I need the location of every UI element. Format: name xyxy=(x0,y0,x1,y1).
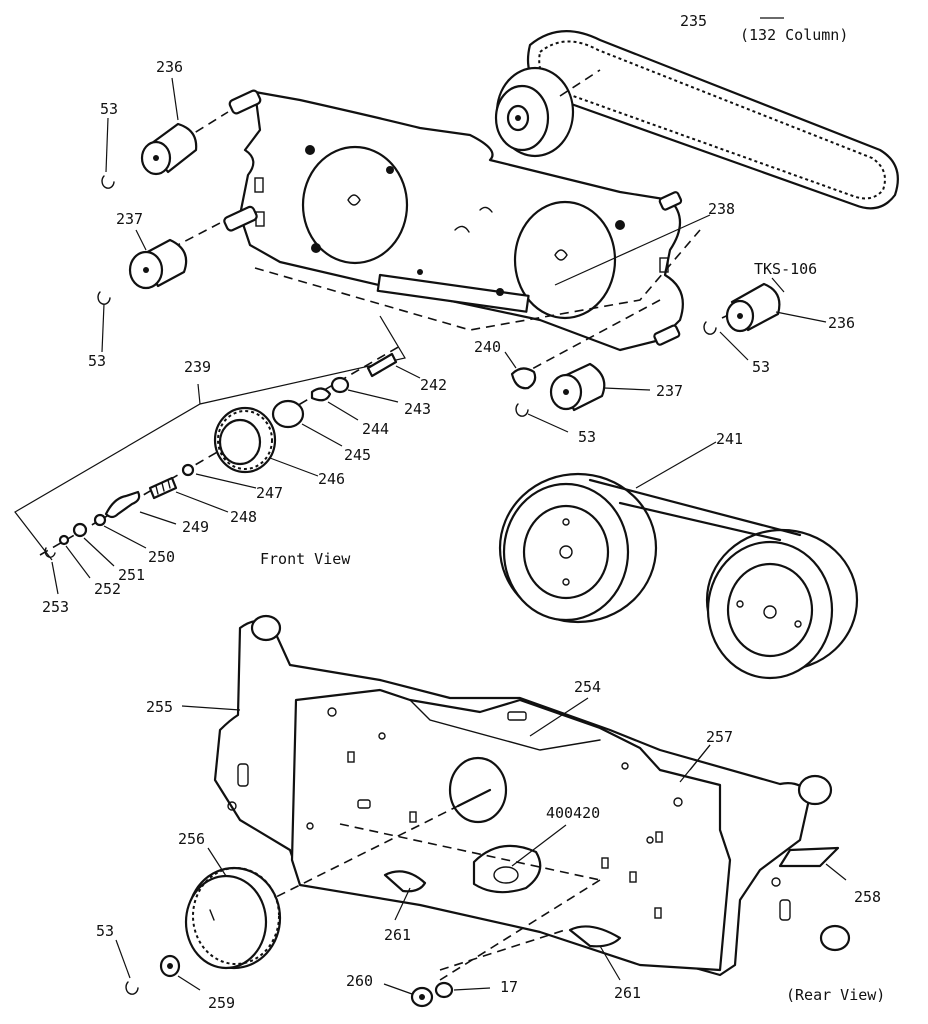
small-parts-lower xyxy=(159,954,491,1008)
washer-251 xyxy=(72,522,88,538)
washer-243 xyxy=(330,376,350,394)
label-241: 241 xyxy=(716,430,743,448)
column-note: (132 Column) xyxy=(740,26,848,44)
assembly-lines-upper xyxy=(254,229,701,371)
label-246: 246 xyxy=(318,470,345,488)
label-238: 238 xyxy=(708,200,735,218)
drive-pulley xyxy=(494,66,601,158)
label-53-a: 53 xyxy=(100,100,118,118)
retaining-rings-53 xyxy=(97,117,749,995)
label-249: 249 xyxy=(182,518,209,536)
label-236-right: 236 xyxy=(828,314,855,332)
label-260: 260 xyxy=(346,972,373,990)
label-17: 17 xyxy=(500,978,518,996)
lower-leaders xyxy=(181,697,847,981)
label-236-top: 236 xyxy=(156,58,183,76)
disc-245 xyxy=(271,399,305,429)
belt-pulley-assembly-241 xyxy=(498,441,859,680)
label-248: 248 xyxy=(230,508,257,526)
label-254: 254 xyxy=(574,678,601,696)
label-256: 256 xyxy=(178,830,205,848)
label-244: 244 xyxy=(362,420,389,438)
washer-247 xyxy=(181,463,195,477)
front-view-assembly-239 xyxy=(14,315,421,595)
label-237-right: 237 xyxy=(656,382,683,400)
label-400420: 400420 xyxy=(546,804,600,822)
roller-237-left xyxy=(128,229,188,290)
label-251: 251 xyxy=(118,566,145,584)
gear-256 xyxy=(184,847,282,970)
washer-252 xyxy=(58,534,70,546)
label-53-b: 53 xyxy=(88,352,106,370)
front-view-caption: Front View xyxy=(260,550,351,568)
label-237-left: 237 xyxy=(116,210,143,228)
label-53-c: 53 xyxy=(752,358,770,376)
label-235: 235 xyxy=(680,12,707,30)
label-240: 240 xyxy=(474,338,501,356)
lower-frame-plate xyxy=(213,614,851,977)
label-261-a: 261 xyxy=(384,926,411,944)
label-261-b: 261 xyxy=(614,984,641,1002)
leader-238 xyxy=(554,214,711,286)
label-242: 242 xyxy=(420,376,447,394)
label-239: 239 xyxy=(184,358,211,376)
label-53-d: 53 xyxy=(578,428,596,446)
ring-253 xyxy=(44,547,56,558)
roller-236-right xyxy=(725,277,827,333)
label-53-e: 53 xyxy=(96,922,114,940)
label-243: 243 xyxy=(404,400,431,418)
timing-belt-235 xyxy=(526,30,899,210)
label-259: 259 xyxy=(208,994,235,1012)
label-253: 253 xyxy=(42,598,69,616)
roller-237-right xyxy=(549,362,651,412)
label-258: 258 xyxy=(854,888,881,906)
spring-244 xyxy=(310,387,332,402)
clip-240 xyxy=(504,351,537,390)
label-255: 255 xyxy=(146,698,173,716)
label-252: 252 xyxy=(94,580,121,598)
rear-view-caption: (Rear View) xyxy=(786,986,885,1004)
lever-249 xyxy=(104,490,141,519)
label-245: 245 xyxy=(344,446,371,464)
label-250: 250 xyxy=(148,548,175,566)
roller-236-left xyxy=(140,77,198,176)
label-tks-106: TKS-106 xyxy=(754,260,817,278)
washer-250 xyxy=(93,513,107,527)
label-247: 247 xyxy=(256,484,283,502)
screw-242 xyxy=(366,352,398,378)
upper-frame-plate xyxy=(238,90,684,352)
label-257: 257 xyxy=(706,728,733,746)
